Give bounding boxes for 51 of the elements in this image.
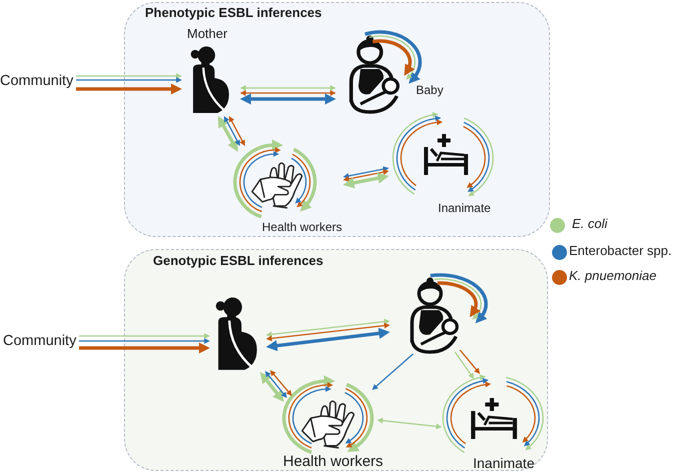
node-label: Health workers bbox=[262, 221, 342, 235]
double-headed-arrow bbox=[240, 85, 336, 91]
node-label: Community bbox=[3, 333, 76, 350]
double-headed-arrow bbox=[218, 116, 238, 152]
legend-label: E. coli bbox=[572, 217, 608, 232]
arrow bbox=[76, 73, 182, 79]
circular-arrow bbox=[292, 148, 317, 212]
circular-arrow bbox=[346, 382, 374, 452]
double-headed-arrow bbox=[270, 370, 292, 396]
double-headed-arrow bbox=[224, 116, 240, 146]
legend-label: Enterobacter spp. bbox=[569, 244, 672, 259]
node-label: Community bbox=[0, 73, 74, 90]
circular-arrow bbox=[282, 376, 336, 454]
circular-arrow bbox=[233, 140, 284, 218]
arrow bbox=[460, 350, 480, 374]
arrow bbox=[79, 342, 210, 354]
node-label: Health workers bbox=[283, 453, 384, 470]
arrow bbox=[372, 354, 414, 390]
arrow bbox=[454, 352, 474, 379]
arrow bbox=[79, 333, 210, 339]
panel-title: Phenotypic ESBL inferences bbox=[145, 6, 322, 21]
double-headed-arrow bbox=[266, 328, 390, 352]
arrow bbox=[76, 83, 182, 95]
double-headed-arrow bbox=[260, 372, 284, 402]
circular-arrow bbox=[430, 273, 488, 324]
circular-arrow bbox=[291, 158, 307, 204]
node-label: Mother bbox=[187, 27, 228, 42]
panel-title: Genotypic ESBL inferences bbox=[153, 254, 324, 269]
double-headed-arrow bbox=[377, 418, 442, 430]
double-headed-arrow bbox=[266, 322, 390, 342]
double-headed-arrow bbox=[240, 90, 336, 96]
double-headed-arrow bbox=[240, 93, 336, 105]
legend-label: K. pnuemoniae bbox=[569, 269, 656, 284]
circular-arrow bbox=[345, 388, 368, 448]
circular-arrow bbox=[344, 392, 364, 444]
panel bbox=[124, 249, 548, 471]
double-headed-arrow bbox=[266, 318, 390, 338]
circular-arrow bbox=[463, 126, 486, 188]
node-label: Inanimate bbox=[438, 202, 491, 216]
double-headed-arrow bbox=[343, 166, 389, 179]
double-headed-arrow bbox=[343, 169, 389, 182]
double-headed-arrow bbox=[343, 172, 389, 188]
arrow bbox=[76, 77, 182, 83]
circular-arrow bbox=[364, 30, 422, 84]
double-headed-arrow bbox=[229, 116, 245, 146]
double-headed-arrow bbox=[265, 371, 287, 398]
panel bbox=[124, 2, 550, 237]
arrow bbox=[79, 338, 210, 344]
node-label: Baby bbox=[416, 84, 444, 98]
node-label: Inanimate bbox=[473, 455, 534, 472]
circular-arrow bbox=[292, 154, 311, 208]
